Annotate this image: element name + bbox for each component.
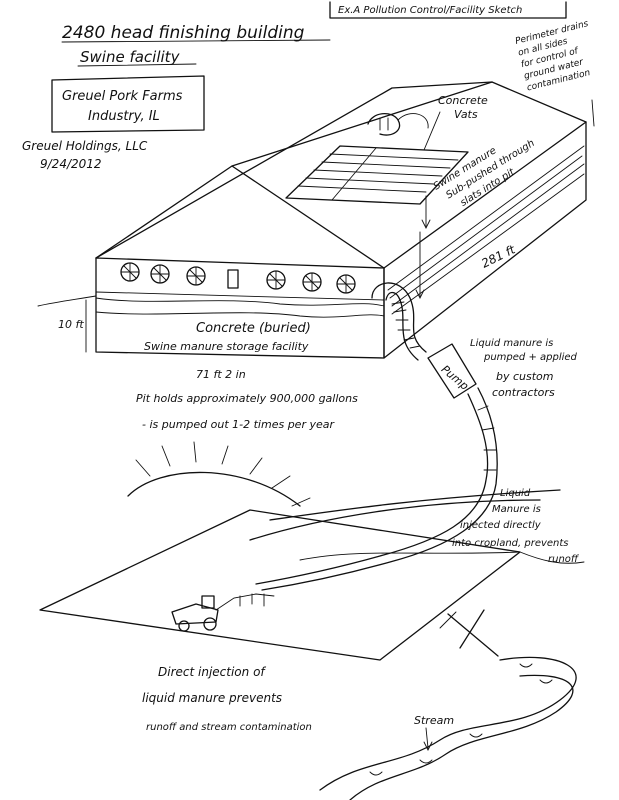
fan-icon	[186, 266, 206, 286]
custom-line: pumped + applied	[483, 352, 578, 363]
sun-icon	[127, 441, 311, 507]
farm-name: Greuel Pork Farms	[62, 89, 183, 104]
roof-gable	[95, 165, 385, 269]
fan-icon	[336, 274, 356, 294]
exhibit-box: Ex.A Pollution Control/Facility Sketch	[329, 1, 567, 19]
pit-pumping-frequency: - is pumped out 1-2 times per year	[142, 418, 335, 431]
direct-line: liquid manure prevents	[142, 691, 282, 705]
pit-label: Concrete (buried)	[196, 321, 311, 336]
injection-line: into cropland, prevents	[452, 538, 569, 549]
manure-hose	[371, 282, 427, 361]
stream	[319, 656, 577, 800]
building	[95, 81, 587, 359]
stream-arrow	[423, 727, 433, 752]
concrete-vats	[285, 145, 469, 205]
direct-line: runoff and stream contamination	[146, 722, 312, 733]
horizon-line	[249, 499, 541, 541]
door-icon	[227, 269, 239, 289]
building-title: 2480 head finishing building	[62, 23, 305, 43]
roof-ridge	[231, 81, 493, 167]
owner-name: Greuel Holdings, LLC	[22, 139, 148, 153]
sketch-date: 9/24/2012	[40, 157, 102, 171]
custom-line: by custom	[496, 370, 554, 383]
building-width: 71 ft 2 in	[196, 368, 246, 381]
roof-front-edge	[383, 121, 587, 269]
injection-line: Manure is	[492, 504, 541, 515]
farm-name-box: Greuel Pork Farms Industry, IL	[51, 75, 205, 133]
pit-sublabel: Swine manure storage facility	[144, 340, 309, 353]
vats-pointer	[423, 111, 441, 151]
injection-line: runoff	[548, 554, 580, 565]
farm-location: Industry, IL	[88, 109, 160, 124]
end-wall	[95, 257, 385, 359]
fan-icon	[266, 270, 286, 290]
building-subtitle: Swine facility	[80, 48, 181, 66]
wall-height-leader	[37, 295, 97, 307]
perimeter-note: Perimeter drains on all sides for contro…	[514, 19, 591, 93]
slats-arrow	[421, 195, 431, 230]
fan-icon	[150, 264, 170, 284]
slats-note: Swine manure Sub-pushed through slats in…	[432, 138, 537, 209]
wall-height: 10 ft	[58, 318, 84, 331]
perimeter-pointer	[591, 99, 595, 127]
custom-line: Liquid manure is	[470, 338, 553, 349]
exhibit-label: Ex.A Pollution Control/Facility Sketch	[338, 5, 522, 16]
tractor-icon	[171, 593, 275, 632]
pit-capacity: Pit holds approximately 900,000 gallons	[136, 392, 358, 405]
roof-back-edge	[95, 81, 587, 259]
injection-hose	[255, 393, 489, 585]
fan-icon	[120, 262, 140, 282]
cross-arrows-icon	[439, 609, 499, 657]
cropland-field	[39, 509, 585, 661]
direct-line: Direct injection of	[158, 665, 266, 679]
vats-label-2: Vats	[454, 108, 478, 121]
fan-icon	[302, 272, 322, 292]
pit-arrow	[415, 231, 425, 300]
pump-icon: Pump	[427, 343, 477, 399]
injection-line: Liquid	[500, 488, 531, 499]
vats-label: Concrete	[438, 94, 488, 107]
injection-line: injected directly	[460, 520, 542, 531]
custom-line: contractors	[492, 386, 555, 399]
stream-label: Stream	[414, 714, 454, 727]
